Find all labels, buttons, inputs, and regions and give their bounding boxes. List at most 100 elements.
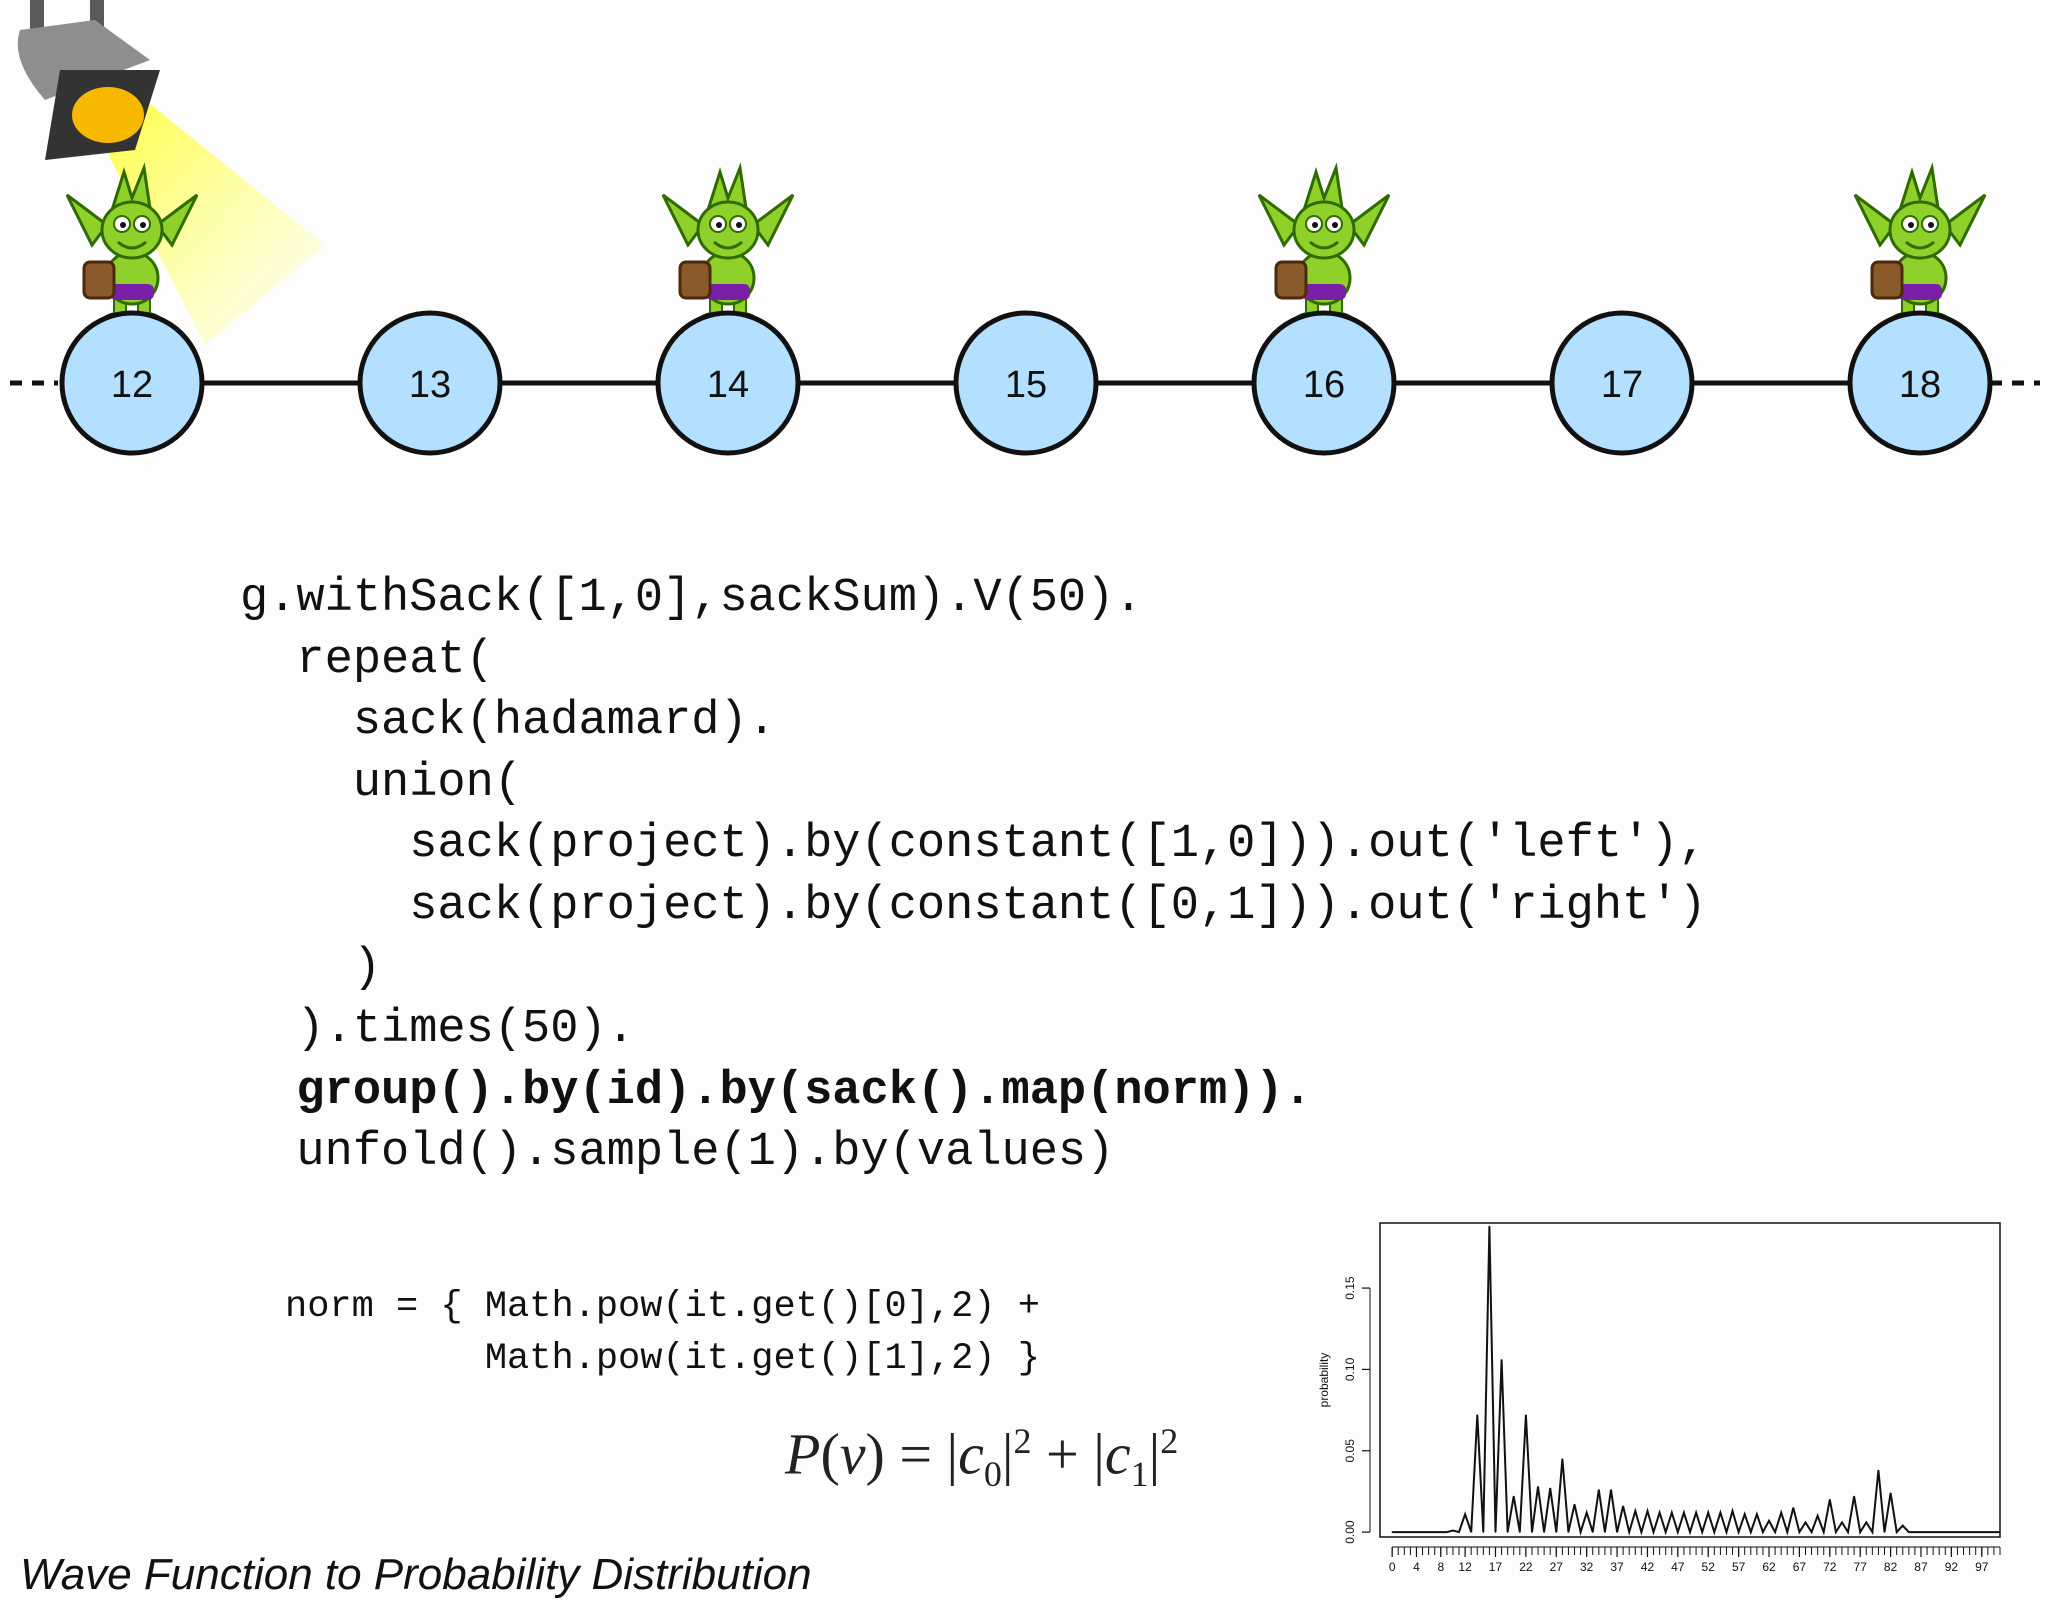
data-point xyxy=(1811,1532,1812,1533)
data-point xyxy=(1531,1532,1532,1533)
data-point xyxy=(1726,1532,1727,1533)
data-point xyxy=(1793,1507,1794,1508)
x-tick-label: 92 xyxy=(1945,1560,1959,1574)
vertex-label: 13 xyxy=(409,364,451,406)
data-point xyxy=(1920,1532,1921,1533)
data-point xyxy=(1537,1486,1538,1487)
formula-c0-sub: 0 xyxy=(984,1454,1002,1494)
data-point xyxy=(1629,1532,1630,1533)
x-tick-label: 0 xyxy=(1389,1560,1396,1574)
norm-function-code: norm = { Math.pow(it.get()[0],2) + Math.… xyxy=(285,1281,1040,1385)
x-tick-label: 77 xyxy=(1854,1560,1868,1574)
data-point xyxy=(1471,1532,1472,1533)
vertex-line-diagram: 12131415161718 xyxy=(0,0,2048,500)
data-point xyxy=(1568,1532,1569,1533)
data-point xyxy=(1714,1532,1715,1533)
x-tick-label: 12 xyxy=(1458,1560,1472,1574)
data-point xyxy=(1623,1505,1624,1506)
data-point xyxy=(1744,1514,1745,1515)
data-point xyxy=(1452,1530,1453,1531)
vertex-label: 17 xyxy=(1601,364,1643,406)
data-point xyxy=(1896,1532,1897,1533)
data-point xyxy=(1398,1532,1399,1533)
x-tick-label: 22 xyxy=(1519,1560,1533,1574)
norm-code-line: Math.pow(it.get()[1],2) } xyxy=(285,1333,1040,1385)
gremlin-query-code: g.withSack([1,0],sackSum).V(50). repeat(… xyxy=(240,568,1707,1184)
data-point xyxy=(1987,1532,1988,1533)
data-point xyxy=(1841,1522,1842,1523)
vertex-label: 14 xyxy=(707,364,749,406)
data-point xyxy=(1872,1532,1873,1533)
code-line: sack(project).by(constant([0,1])).out('r… xyxy=(240,876,1707,938)
formula-exp-1: 2 xyxy=(1014,1421,1032,1461)
vertex-label: 15 xyxy=(1005,364,1047,406)
x-tick-label: 47 xyxy=(1671,1560,1685,1574)
data-point xyxy=(1762,1532,1763,1533)
code-line: ).times(50). xyxy=(240,999,1707,1061)
data-point xyxy=(1464,1514,1465,1515)
data-point xyxy=(1708,1512,1709,1513)
data-point xyxy=(1799,1532,1800,1533)
data-point xyxy=(1392,1532,1393,1533)
data-point xyxy=(1963,1532,1964,1533)
vertex-15: 15 xyxy=(956,313,1096,453)
data-point xyxy=(1653,1532,1654,1533)
goblin-icon xyxy=(1855,168,1985,327)
x-tick-label: 37 xyxy=(1610,1560,1624,1574)
data-point xyxy=(1884,1532,1885,1533)
data-point xyxy=(1787,1532,1788,1533)
goblin-icon xyxy=(1259,168,1389,327)
data-point xyxy=(1854,1496,1855,1497)
data-point xyxy=(1945,1532,1946,1533)
vertex-12: 12 xyxy=(62,313,202,453)
data-point xyxy=(1999,1532,2000,1533)
data-point xyxy=(1939,1532,1940,1533)
data-point xyxy=(1823,1532,1824,1533)
formula-c0: c xyxy=(958,1421,984,1486)
data-point xyxy=(1890,1492,1891,1493)
data-point xyxy=(1914,1532,1915,1533)
x-tick-label: 62 xyxy=(1762,1560,1776,1574)
data-point xyxy=(1428,1532,1429,1533)
x-tick-label: 67 xyxy=(1793,1560,1807,1574)
data-point xyxy=(1878,1470,1879,1471)
data-point xyxy=(1908,1532,1909,1533)
vertex-label: 12 xyxy=(111,364,153,406)
data-point xyxy=(1677,1532,1678,1533)
data-point xyxy=(1616,1532,1617,1533)
x-tick-label: 17 xyxy=(1489,1560,1503,1574)
code-line: ) xyxy=(240,938,1707,1000)
data-point xyxy=(1562,1458,1563,1459)
data-point xyxy=(1847,1532,1848,1533)
vertex-13: 13 xyxy=(360,313,500,453)
x-tick-label: 87 xyxy=(1914,1560,1928,1574)
x-tick-label: 72 xyxy=(1823,1560,1837,1574)
x-tick-label: 42 xyxy=(1641,1560,1655,1574)
data-point xyxy=(1489,1226,1490,1227)
data-point xyxy=(1641,1532,1642,1533)
data-point xyxy=(1665,1532,1666,1533)
data-point xyxy=(1458,1532,1459,1533)
slide-caption: Wave Function to Probability Distributio… xyxy=(20,1550,812,1600)
data-point xyxy=(1525,1414,1526,1415)
x-tick-label: 8 xyxy=(1437,1560,1444,1574)
data-point xyxy=(1598,1489,1599,1490)
data-point xyxy=(1902,1525,1903,1526)
data-point xyxy=(1981,1532,1982,1533)
y-axis-title: probability xyxy=(1317,1353,1331,1408)
data-point xyxy=(1768,1520,1769,1521)
data-point xyxy=(1750,1532,1751,1533)
data-point xyxy=(1659,1512,1660,1513)
x-tick-label: 82 xyxy=(1884,1560,1898,1574)
code-line: sack(project).by(constant([1,0])).out('l… xyxy=(240,814,1707,876)
vertex-label: 16 xyxy=(1303,364,1345,406)
data-point xyxy=(1410,1532,1411,1533)
data-point xyxy=(1732,1510,1733,1511)
data-point xyxy=(1860,1532,1861,1533)
vertex-14: 14 xyxy=(658,313,798,453)
y-tick-label: 0.05 xyxy=(1343,1439,1357,1463)
vertex-17: 17 xyxy=(1552,313,1692,453)
code-line: union( xyxy=(240,753,1707,815)
probability-formula: P(v) = |c0|2 + |c1|2 xyxy=(785,1420,1178,1495)
data-point xyxy=(1689,1532,1690,1533)
